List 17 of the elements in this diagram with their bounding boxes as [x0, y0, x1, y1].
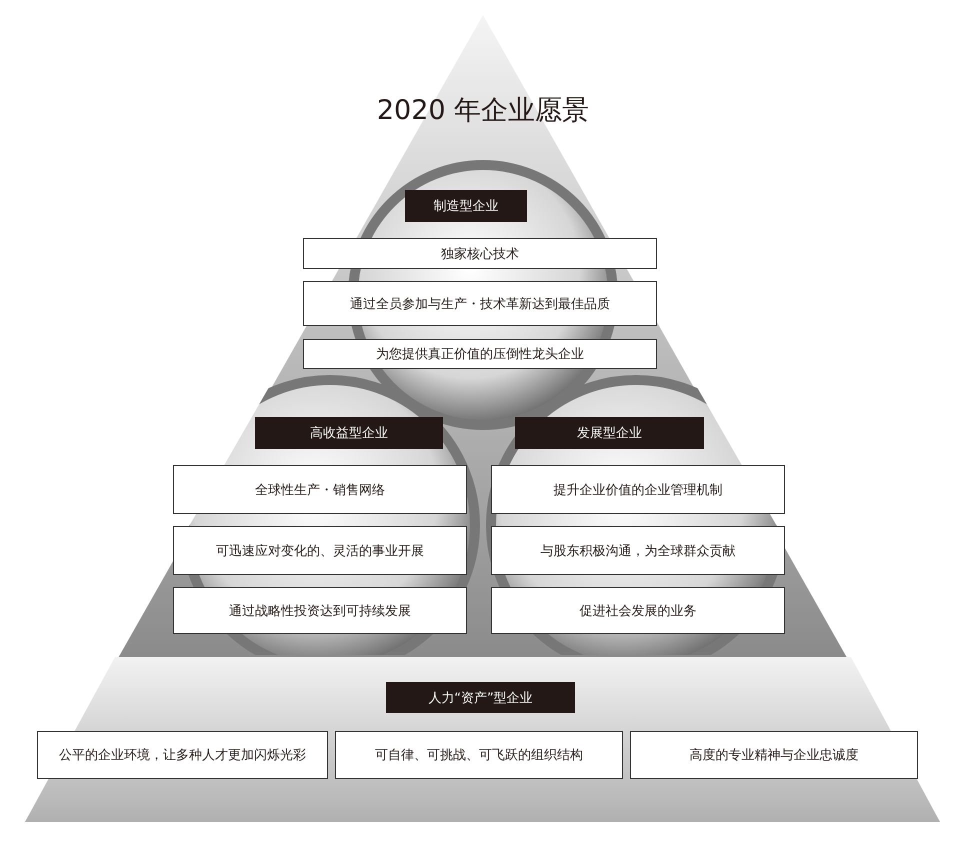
- heading-banner: 制造型企业: [405, 190, 527, 222]
- text-box: 通过战略性投资达到可持续发展: [173, 587, 467, 634]
- text-box: 可迅速应对变化的、灵活的事业开展: [173, 526, 467, 575]
- text-box: 独家核心技术: [303, 238, 657, 269]
- heading-banner: 高收益型企业: [255, 417, 443, 449]
- text-box: 全球性生产・销售网络: [173, 465, 467, 514]
- text-box: 与股东积极沟通，为全球群众贡献: [491, 526, 785, 575]
- heading-banner: 人力“资产”型企业: [386, 682, 575, 713]
- text-box: 高度的专业精神与企业忠诚度: [630, 731, 918, 779]
- text-box: 为您提供真正价值的压倒性龙头企业: [303, 339, 657, 369]
- text-box: 通过全员参加与生产・技术革新达到最佳品质: [303, 281, 657, 326]
- text-box: 可自律、可挑战、可飞跃的组织结构: [335, 731, 623, 779]
- text-box: 公平的企业环境，让多种人才更加闪烁光彩: [37, 731, 328, 779]
- text-box: 提升企业价值的企业管理机制: [491, 465, 785, 514]
- text-box: 促进社会发展的业务: [491, 587, 785, 634]
- title: 2020 年企业愿景: [376, 94, 590, 128]
- heading-banner: 发展型企业: [515, 417, 704, 449]
